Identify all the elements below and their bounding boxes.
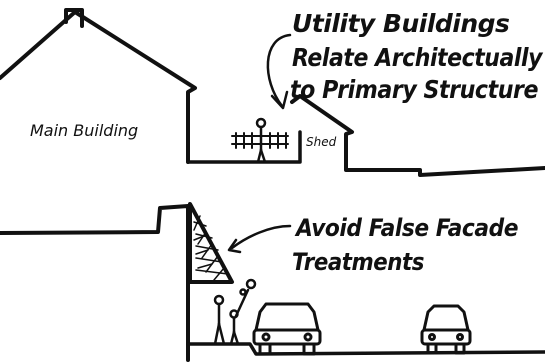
- top-annotation-arrow: [268, 35, 290, 108]
- bottom-sketch: Avoid False Facade Treatments: [0, 204, 545, 360]
- top-sketch: Main Building Shed Utility Buildings Rel…: [0, 9, 545, 175]
- false-facade: [190, 204, 232, 282]
- car-right: [422, 306, 470, 353]
- bottom-ground-line: [188, 344, 545, 354]
- car-left: [254, 304, 320, 354]
- person-figure: [257, 119, 265, 162]
- top-annotation-line-2: Relate Architectually: [292, 43, 544, 72]
- main-building-label: Main Building: [30, 121, 138, 140]
- bottom-building-outline: [0, 206, 188, 360]
- people-figures: [215, 280, 255, 344]
- bottom-annotation-arrow: [229, 226, 290, 252]
- top-annotation-line-1: Utility Buildings: [292, 9, 509, 38]
- bottom-annotation-line-1: Avoid False Facade: [294, 214, 518, 242]
- shed-label: Shed: [306, 135, 337, 149]
- top-annotation-line-3: to Primary Structure: [290, 75, 538, 104]
- bottom-annotation-line-2: Treatments: [292, 248, 424, 276]
